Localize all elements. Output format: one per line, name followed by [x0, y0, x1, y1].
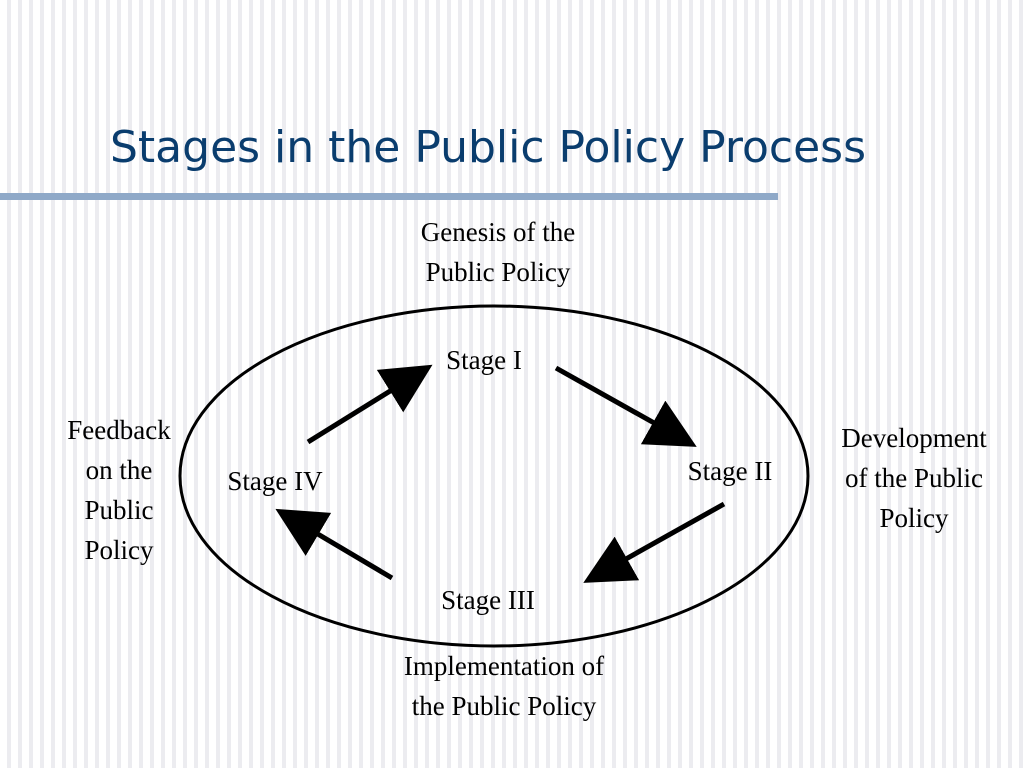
stage-4-label: Stage IV — [227, 466, 323, 496]
phase-implementation-line-2: the Public Policy — [411, 691, 597, 721]
phase-genesis-line-2: Public Policy — [425, 257, 571, 287]
slide-title: Stages in the Public Policy Process — [110, 122, 867, 173]
phase-implementation-label: Implementation of the Public Policy — [368, 646, 640, 726]
phase-feedback-line-1: Feedback — [67, 415, 171, 445]
title-divider — [0, 193, 778, 200]
cycle-ellipse — [178, 304, 810, 648]
phase-feedback-label: Feedback on the Public Policy — [46, 410, 192, 570]
phase-genesis-line-1: Genesis of the — [420, 217, 576, 247]
phase-development-line-2: of the Public — [845, 463, 983, 493]
phase-feedback-line-3: Public — [84, 495, 154, 525]
phase-feedback-line-4: Policy — [84, 535, 154, 565]
phase-development-line-1: Development — [841, 423, 987, 453]
phase-feedback-line-2: on the — [85, 455, 153, 485]
phase-implementation-line-1: Implementation of — [403, 651, 605, 681]
phase-development-label: Development of the Public Policy — [812, 418, 1016, 538]
phase-genesis-label: Genesis of the Public Policy — [398, 212, 598, 292]
stage-3-label: Stage III — [441, 585, 535, 615]
stage-2-label: Stage II — [687, 456, 773, 486]
stage-1-label: Stage I — [446, 345, 522, 375]
arrow-stage-2-to-3 — [583, 501, 726, 583]
arrow-stage-4-to-1 — [306, 364, 433, 445]
phase-development-line-3: Policy — [879, 503, 949, 533]
arrow-stage-1-to-2 — [554, 365, 697, 447]
arrow-stage-3-to-4 — [275, 508, 394, 581]
